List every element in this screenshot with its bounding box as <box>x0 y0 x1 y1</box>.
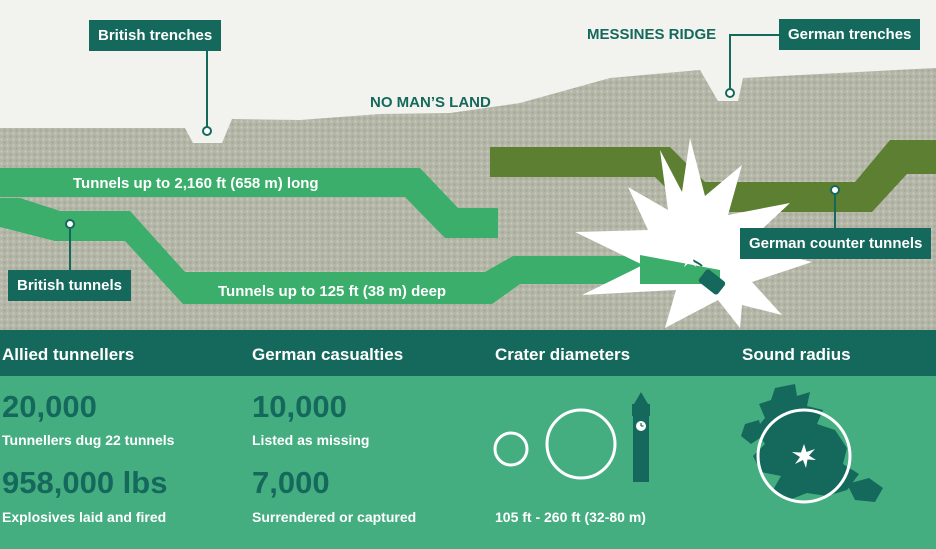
crater-small-icon <box>493 431 529 467</box>
explosives-label: Explosives laid and fired <box>2 509 167 525</box>
crater-diameters-title: Crater diameters <box>495 345 631 364</box>
german-trenches-label: German trenches <box>779 19 921 50</box>
tunnellers-label: Tunnellers dug 22 tunnels <box>2 432 175 448</box>
british-tunnel-lower <box>0 198 640 304</box>
cross-section-diagram <box>0 34 936 330</box>
messines-ridge-label: MESSINES RIDGE <box>587 26 717 43</box>
british-tunnel-upper <box>0 168 498 238</box>
german-tunnel-entrance <box>640 255 720 284</box>
big-ben-icon <box>632 392 650 482</box>
crater-comparison-icon <box>493 392 650 482</box>
british-tunnels-label: British tunnels <box>8 270 132 301</box>
sound-radius-title: Sound radius <box>742 345 851 364</box>
no-mans-land-label: NO MAN’S LAND <box>370 94 491 111</box>
british-trenches-label: British trenches <box>89 20 222 51</box>
crater-large-icon <box>545 408 617 480</box>
german-tunnel-upper <box>490 140 936 212</box>
german-casualties-title: German casualties <box>252 345 404 364</box>
tunnellers-value: 20,000 <box>2 389 97 424</box>
stats-header-band <box>0 330 936 376</box>
explosion-icon <box>575 138 812 328</box>
captured-label: Surrendered or captured <box>252 509 417 525</box>
mine-bomb-icon <box>681 249 726 295</box>
tunnel-depth-label: Tunnels up to 125 ft (38 m) deep <box>218 283 447 300</box>
missing-value: 10,000 <box>252 389 347 424</box>
german-counter-tunnels-label: German counter tunnels <box>740 228 932 259</box>
tunnel-length-label: Tunnels up to 2,160 ft (658 m) long <box>73 175 319 192</box>
captured-value: 7,000 <box>252 465 330 500</box>
missing-label: Listed as missing <box>252 432 370 448</box>
allied-tunnellers-title: Allied tunnellers <box>2 345 135 364</box>
explosives-value: 958,000 lbs <box>2 465 168 500</box>
crater-range-label: 105 ft - 260 ft (32-80 m) <box>495 509 646 525</box>
britain-map-icon <box>741 384 883 504</box>
blast-star-icon <box>792 444 816 468</box>
